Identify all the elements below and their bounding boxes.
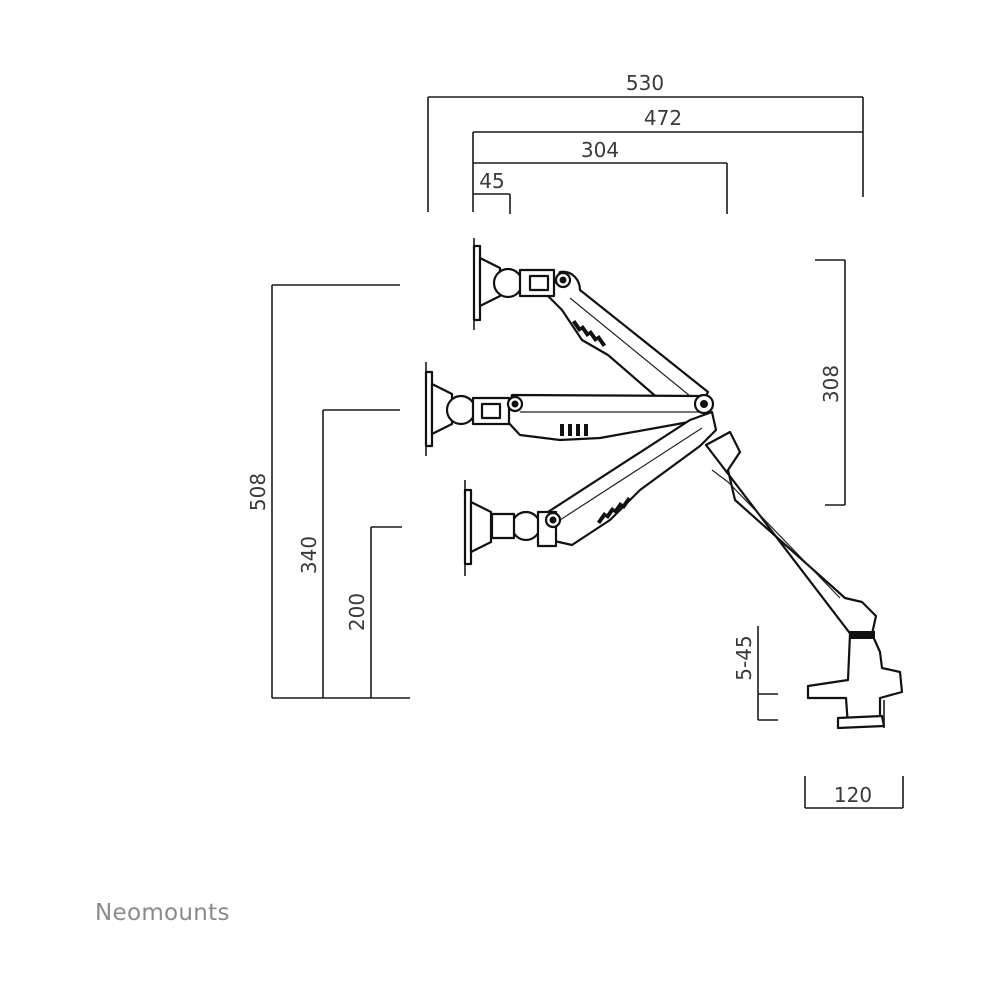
dimension-472: 472 xyxy=(472,106,863,212)
dimension-304: 304 xyxy=(473,138,728,214)
dimension-label-530: 530 xyxy=(626,71,664,95)
dimension-120: 120 xyxy=(804,776,904,809)
dimension-label-508: 508 xyxy=(246,473,270,511)
monitor-arm-illustration xyxy=(424,238,904,730)
dimension-label-5-45: 5-45 xyxy=(732,635,756,680)
dimension-label-340: 340 xyxy=(297,536,321,574)
arm-slots-middle xyxy=(560,424,588,436)
brand-logo-text: Neomounts xyxy=(95,900,230,926)
arm-slots-top xyxy=(571,319,607,348)
dimension-label-45: 45 xyxy=(479,169,504,193)
vesa-head-middle xyxy=(424,362,524,456)
dimension-label-120: 120 xyxy=(834,783,872,807)
dimension-label-308: 308 xyxy=(819,365,843,403)
vesa-head-top xyxy=(472,238,572,330)
dimension-5-45: 5-45 xyxy=(732,626,778,721)
dimension-label-304: 304 xyxy=(581,138,619,162)
dimension-label-200: 200 xyxy=(345,593,369,631)
dimension-308: 308 xyxy=(815,259,846,506)
dimension-508: 508 xyxy=(246,284,400,698)
dimension-label-472: 472 xyxy=(644,106,682,130)
dimension-530: 530 xyxy=(427,71,864,212)
dimension-200: 200 xyxy=(345,526,402,698)
dimension-45: 45 xyxy=(473,169,511,214)
vesa-head-bottom xyxy=(463,480,562,576)
arm-slots-bottom xyxy=(596,496,632,525)
dimension-340: 340 xyxy=(297,409,400,698)
